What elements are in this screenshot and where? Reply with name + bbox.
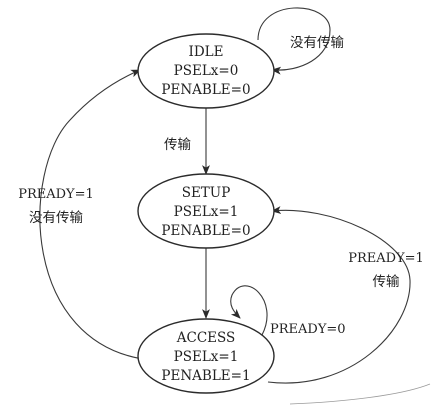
state-access-name: ACCESS — [176, 330, 236, 346]
access-to-setup-arrow — [267, 206, 411, 384]
idle-self-loop-arrow — [257, 7, 331, 75]
access-to-setup-label-line2: 传输 — [373, 274, 400, 290]
state-access-penable: PENABLE=1 — [161, 368, 250, 384]
access-to-idle-label-line2: 没有传输 — [29, 210, 83, 226]
state-idle-psel: PSELx=0 — [174, 63, 239, 79]
state-idle-ellipse — [137, 33, 275, 109]
state-idle-name: IDLE — [189, 44, 224, 60]
state-setup-ellipse — [137, 173, 275, 249]
idle-self-loop-label: 没有传输 — [290, 35, 344, 51]
state-setup-penable: PENABLE=0 — [161, 223, 250, 239]
access-self-loop-arrow — [230, 285, 268, 336]
state-setup-psel: PSELx=1 — [174, 204, 239, 220]
access-to-idle-label-line1: PREADY=1 — [18, 187, 94, 202]
state-access-psel: PSELx=1 — [174, 349, 239, 365]
access-to-setup-label-line1: PREADY=1 — [348, 251, 424, 266]
access-to-idle-arrow — [39, 69, 151, 361]
state-idle: IDLE PSELx=0 PENABLE=0 — [137, 33, 275, 109]
state-idle-penable: PENABLE=0 — [161, 82, 250, 98]
idle-to-setup-label: 传输 — [164, 137, 191, 153]
state-access-ellipse — [137, 318, 275, 394]
state-setup-name: SETUP — [182, 185, 231, 201]
scan-artifact-line — [289, 383, 431, 405]
state-setup: SETUP PSELx=1 PENABLE=0 — [137, 173, 275, 249]
access-self-loop-label: PREADY=0 — [270, 322, 346, 337]
state-access: ACCESS PSELx=1 PENABLE=1 — [137, 318, 275, 394]
